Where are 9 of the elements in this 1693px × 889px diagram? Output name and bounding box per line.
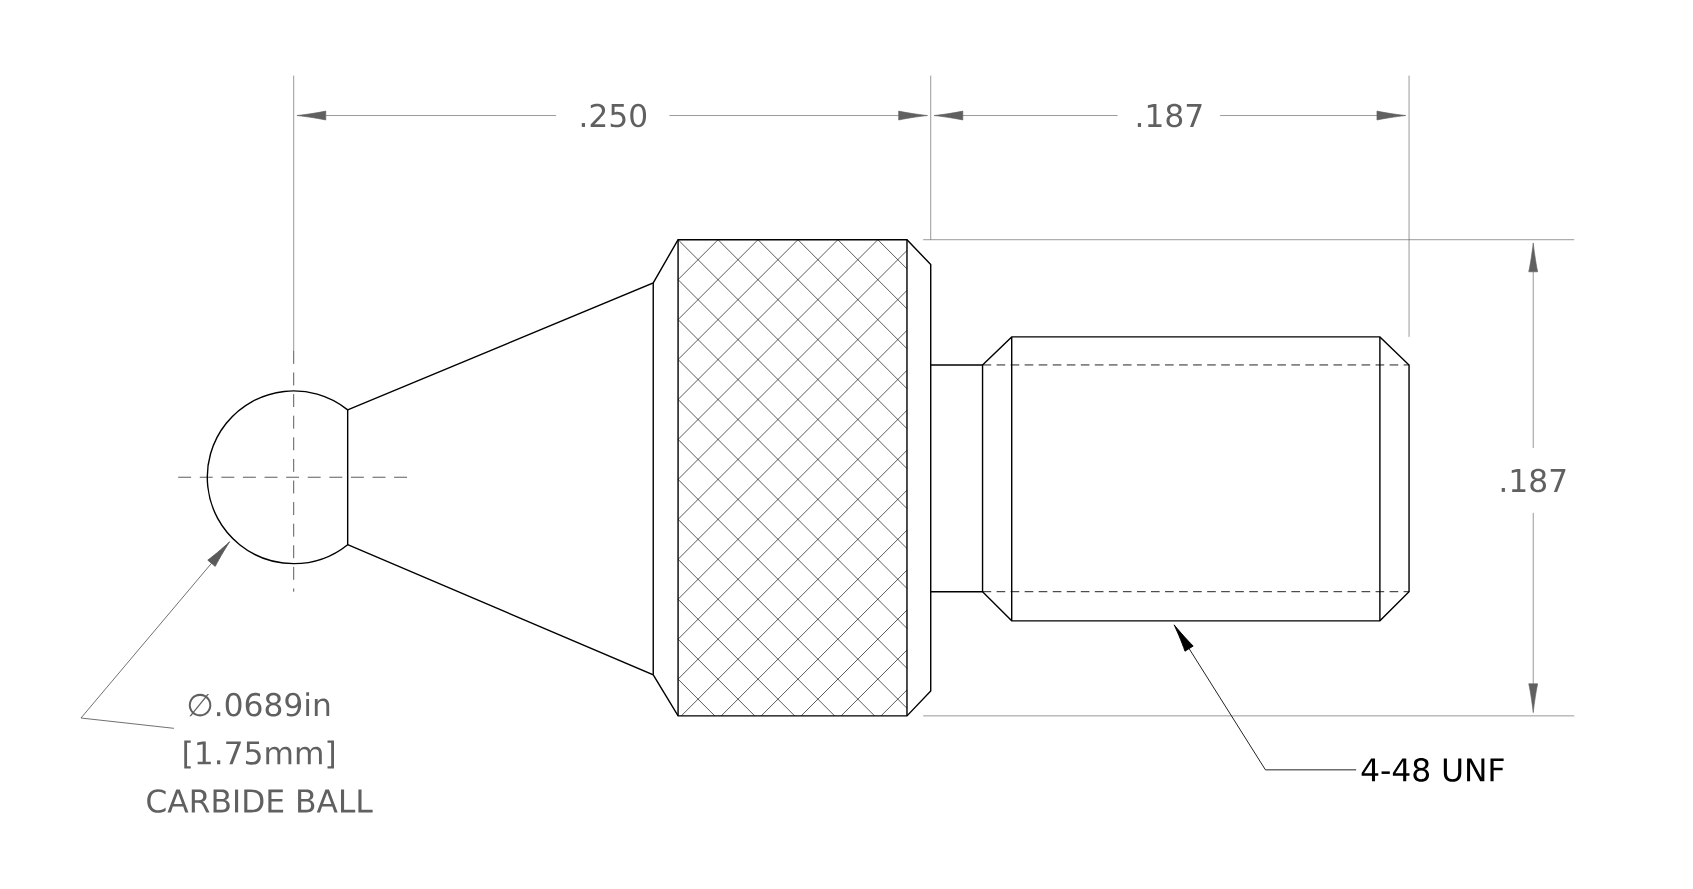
thread-drawing — [981, 336, 1410, 622]
leader-line — [80, 541, 230, 729]
callout-text: 4-48 UNF — [1361, 758, 1504, 782]
dimension-text: .250 — [581, 103, 647, 128]
dimension-text: .187 — [1137, 103, 1202, 128]
leader-line — [1173, 624, 1357, 771]
callout-text: ∅.0689in [1.75mm] CARBIDE BALL — [147, 692, 373, 814]
dimension-text: .187 — [1501, 468, 1566, 493]
ball-drawing — [206, 390, 349, 565]
